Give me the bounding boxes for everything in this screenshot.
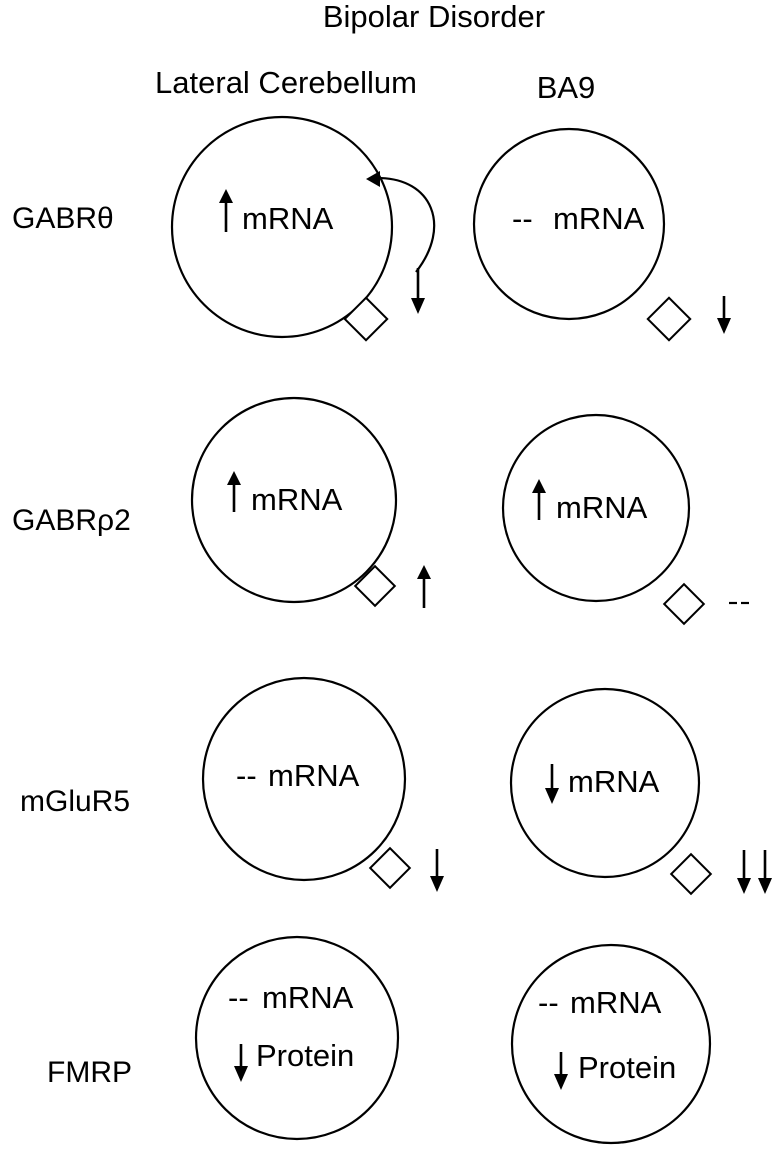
mrna-label: mRNA	[570, 985, 662, 1020]
feedback-curved-arrow-icon	[366, 171, 436, 273]
receptor-diamond	[368, 846, 412, 890]
diagram-title: Bipolar Disorder	[323, 0, 545, 34]
row-label-fmrp: FMRP	[47, 1056, 132, 1089]
cell-body	[194, 935, 400, 1141]
receptor-diamond	[353, 564, 397, 608]
cell-gabr-theta-ba9: -- mRNA	[472, 127, 731, 342]
cell-fmrp-ba9: -- mRNA Protein	[510, 943, 712, 1145]
protein-label: Protein	[256, 1038, 354, 1073]
row-label-mglur5: mGluR5	[20, 785, 130, 818]
down-arrow-icon	[234, 1044, 248, 1082]
cell-gabr-rho2-lateral-cerebellum: mRNA	[190, 396, 431, 608]
mrna-label: mRNA	[553, 201, 645, 236]
down-arrow-icon	[545, 764, 559, 804]
cell-body	[472, 127, 666, 321]
double-down-arrow-icon	[737, 850, 772, 894]
cell-fmrp-lateral-cerebellum: -- mRNA Protein	[194, 935, 400, 1141]
no-change-mark: --	[228, 980, 249, 1015]
receptor-diamond	[669, 852, 713, 896]
cell-mglur5-ba9: mRNA	[509, 687, 772, 896]
down-arrow-icon	[554, 1052, 568, 1090]
mrna-label: mRNA	[568, 764, 660, 799]
down-arrow-icon	[717, 296, 731, 334]
cell-body	[510, 943, 712, 1145]
mrna-label: mRNA	[556, 490, 648, 525]
up-arrow-icon	[227, 471, 241, 512]
no-change-mark: --	[512, 201, 533, 236]
cell-body	[170, 115, 394, 339]
receptor-diamond	[343, 296, 389, 342]
cell-body	[190, 396, 398, 604]
row-label-gabr-theta: GABRθ	[12, 202, 114, 235]
down-arrow-icon	[430, 849, 444, 892]
no-change-mark: --	[236, 758, 257, 793]
mrna-label: mRNA	[268, 758, 360, 793]
mrna-label: mRNA	[251, 482, 343, 517]
down-arrow-icon	[411, 268, 425, 314]
cell-body	[509, 687, 701, 879]
cell-gabr-rho2-ba9: mRNA	[501, 413, 749, 626]
column-header-lateral-cerebellum: Lateral Cerebellum	[155, 65, 417, 100]
up-arrow-icon	[532, 479, 546, 520]
mrna-label: mRNA	[242, 201, 334, 236]
protein-label: Protein	[578, 1050, 676, 1085]
cell-body	[501, 413, 691, 603]
mrna-label: mRNA	[262, 980, 354, 1015]
receptor-diamond	[646, 296, 692, 342]
row-label-gabr-rho2: GABRρ2	[12, 504, 131, 537]
cell-gabr-theta-lateral-cerebellum: mRNA	[170, 115, 436, 342]
receptor-diamond	[662, 582, 706, 626]
up-arrow-icon	[417, 565, 431, 608]
cell-mglur5-lateral-cerebellum: -- mRNA	[201, 676, 444, 892]
no-change-mark: --	[538, 985, 559, 1020]
cell-body	[201, 676, 407, 882]
up-arrow-icon	[219, 189, 233, 232]
column-header-ba9: BA9	[537, 70, 596, 105]
